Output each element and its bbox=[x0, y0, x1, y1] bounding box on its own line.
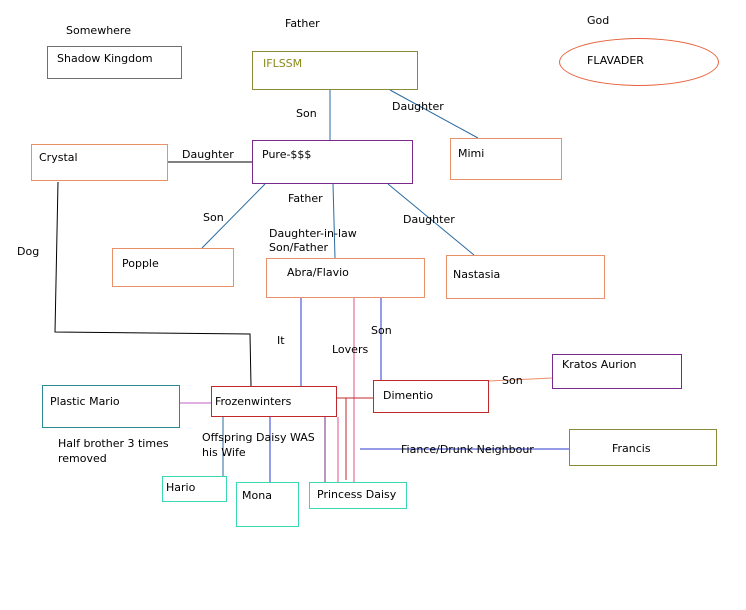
label-son-dimentio: Son bbox=[371, 324, 392, 337]
node-francis: Francis bbox=[569, 429, 717, 466]
label-offspring-line-1: Offspring Daisy WAS bbox=[202, 431, 315, 444]
node-label: Crystal bbox=[39, 151, 78, 164]
label-offspring-line-2: his Wife bbox=[202, 446, 246, 459]
link-dimentio-kratos bbox=[488, 377, 553, 382]
label-it: It bbox=[277, 334, 285, 347]
node-abra: Abra/Flavio bbox=[266, 258, 425, 298]
label-daughter-mimi: Daughter bbox=[392, 100, 444, 113]
node-mona: Mona bbox=[236, 482, 299, 527]
link-pure-nastasia bbox=[387, 183, 475, 256]
label-father-pure: Father bbox=[288, 192, 323, 205]
node-label: Frozenwinters bbox=[215, 395, 292, 408]
label-lovers: Lovers bbox=[332, 343, 369, 356]
node-label: Kratos Aurion bbox=[562, 358, 637, 371]
label-daughter-nastasia: Daughter bbox=[403, 213, 455, 226]
label-son-iflssm: Son bbox=[296, 107, 317, 120]
label-daughter-crystal: Daughter bbox=[182, 148, 234, 161]
node-label: IFLSSM bbox=[263, 57, 303, 70]
node-popple: Popple bbox=[112, 248, 234, 287]
link-pure-abra bbox=[332, 183, 336, 259]
node-iflssm: IFLSSM bbox=[252, 51, 418, 90]
node-label: Mimi bbox=[458, 147, 485, 160]
label-half-brother-line-1: Half brother 3 times bbox=[58, 437, 169, 450]
header-god: God bbox=[587, 14, 610, 27]
link-crystal-frozenwinters bbox=[54, 181, 252, 387]
node-label: Hario bbox=[166, 481, 196, 494]
node-hario: Hario bbox=[162, 476, 227, 502]
node-pure: Pure-$$$ bbox=[252, 140, 413, 184]
node-label: Shadow Kingdom bbox=[57, 52, 153, 65]
node-flavader: FLAVADER bbox=[559, 38, 719, 86]
label-son-kratos: Son bbox=[502, 374, 523, 387]
label-son-father: Son/Father bbox=[269, 241, 329, 254]
node-label: Mona bbox=[242, 489, 272, 502]
label-dog: Dog bbox=[17, 245, 40, 258]
node-label: FLAVADER bbox=[587, 54, 644, 67]
node-plastic-mario: Plastic Mario bbox=[42, 385, 180, 428]
node-mimi: Mimi bbox=[450, 138, 562, 180]
node-label: Princess Daisy bbox=[317, 488, 397, 501]
node-frozenwinters: Frozenwinters bbox=[211, 386, 337, 417]
node-crystal: Crystal bbox=[31, 144, 168, 181]
node-kratos: Kratos Aurion bbox=[552, 354, 682, 389]
node-dimentio: Dimentio bbox=[373, 380, 489, 413]
label-fiance: Fiance/Drunk Neighbour bbox=[401, 443, 534, 456]
link-iflssm-mimi bbox=[389, 89, 479, 139]
node-label: Plastic Mario bbox=[50, 395, 120, 408]
node-nastasia: Nastasia bbox=[446, 255, 605, 299]
link-pure-popple bbox=[201, 183, 266, 249]
label-half-brother-line-2: removed bbox=[58, 452, 107, 465]
header-somewhere: Somewhere bbox=[66, 24, 131, 37]
node-label: Abra/Flavio bbox=[287, 266, 349, 279]
node-label: Pure-$$$ bbox=[262, 148, 312, 161]
node-label: Popple bbox=[122, 257, 159, 270]
node-label: Nastasia bbox=[453, 268, 501, 281]
node-label: Francis bbox=[612, 442, 651, 455]
node-princess-daisy: Princess Daisy bbox=[309, 482, 407, 509]
header-father: Father bbox=[285, 17, 320, 30]
node-shadow-kingdom: Shadow Kingdom bbox=[47, 46, 182, 79]
node-label: Dimentio bbox=[383, 389, 434, 402]
label-son-popple: Son bbox=[203, 211, 224, 224]
label-daughter-in-law: Daughter-in-law bbox=[269, 227, 357, 240]
